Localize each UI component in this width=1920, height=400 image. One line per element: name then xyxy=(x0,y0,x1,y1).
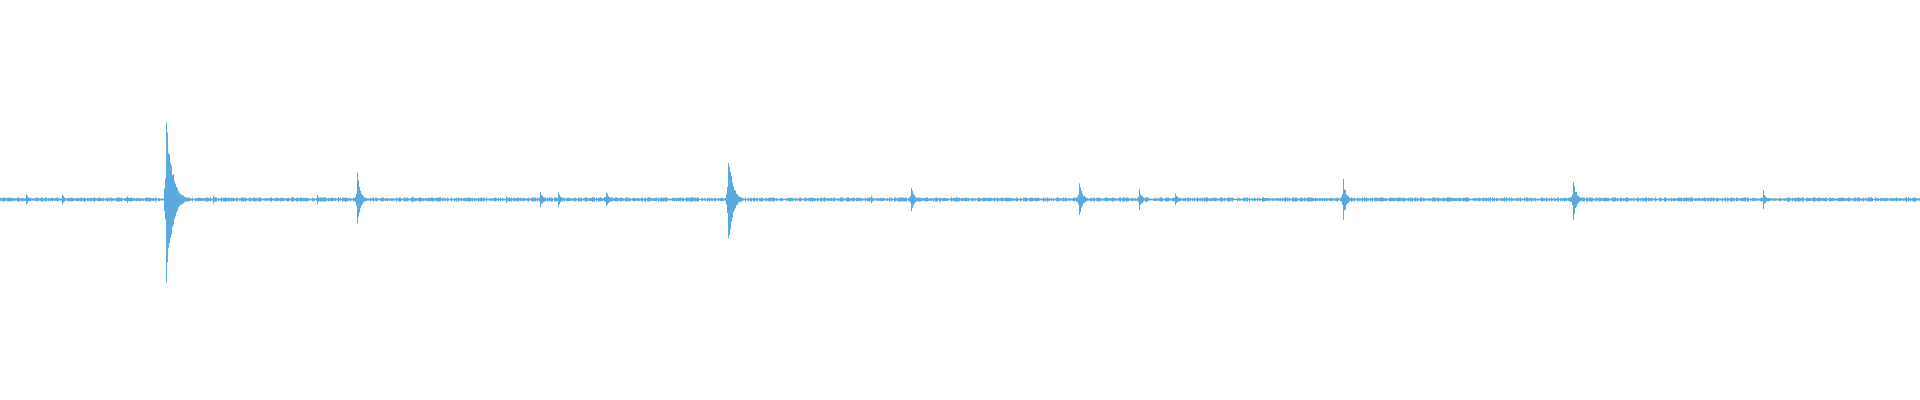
waveform-samples xyxy=(0,122,1920,283)
